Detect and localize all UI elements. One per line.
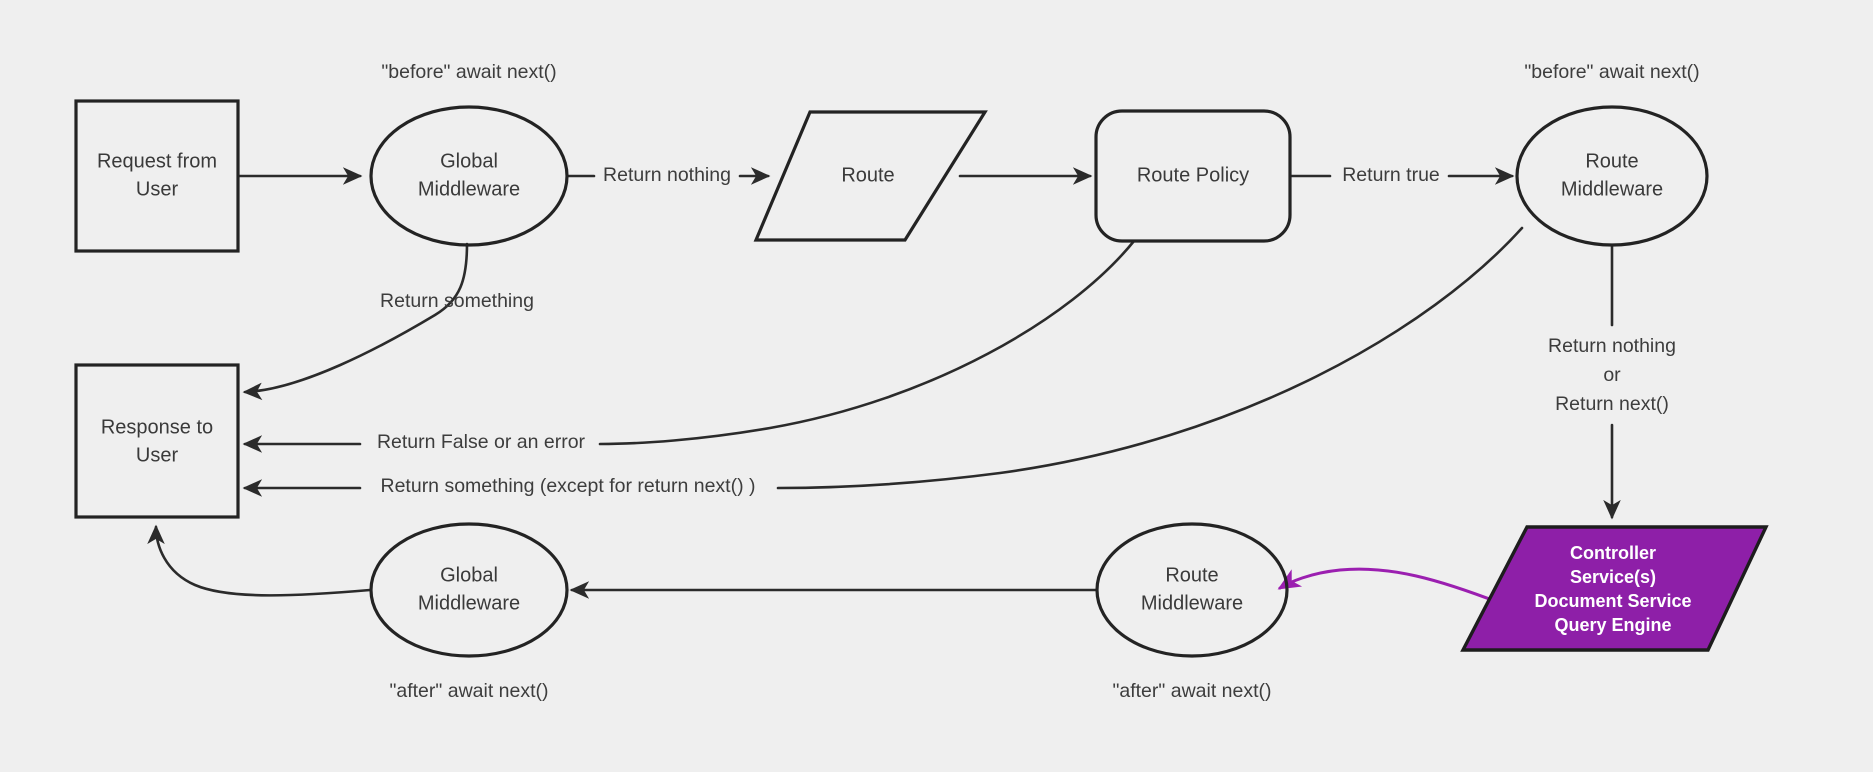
- node-global-middleware-top[interactable]: [369, 105, 569, 247]
- node-response-to-user-label-line1: Response to: [101, 416, 213, 438]
- node-controller-services[interactable]: [1460, 525, 1769, 652]
- edge-label-return-false-or-error: Return False or an error: [377, 431, 586, 453]
- node-controller-services-label-line2: Service(s): [1570, 567, 1656, 587]
- annotation-after-await-next-route: "after" await next(): [1112, 680, 1271, 702]
- annotation-after-await-next-global: "after" await next(): [389, 680, 548, 702]
- node-controller-services-label-line4: Query Engine: [1554, 615, 1671, 635]
- node-global-middleware-top-label-line1: Global: [440, 150, 498, 172]
- edge-controller-to-route-middleware-bottom: [1277, 567, 1502, 605]
- node-global-middleware-bottom[interactable]: [369, 522, 569, 658]
- edge-label-return-nothing-or-next-line2: or: [1603, 364, 1621, 386]
- node-route-middleware-bottom-label-line1: Route: [1165, 564, 1218, 586]
- annotation-before-await-next-route: "before" await next(): [1524, 61, 1699, 83]
- node-route-middleware-top-label-line1: Route: [1585, 150, 1638, 172]
- edge-label-return-true: Return true: [1342, 164, 1440, 186]
- edge-label-return-nothing-or-next-line3: Return next(): [1555, 393, 1669, 415]
- node-route[interactable]: [753, 110, 988, 242]
- node-request-from-user[interactable]: [74, 99, 240, 253]
- edge-label-return-something-top: Return something: [380, 290, 534, 312]
- edge-global-middleware-bottom-to-response: [147, 524, 372, 597]
- edge-label-return-nothing-or-next-line1: Return nothing: [1548, 335, 1676, 357]
- node-request-from-user-label-line2: User: [136, 178, 179, 200]
- node-global-middleware-top-label-line2: Middleware: [418, 178, 520, 200]
- node-route-label: Route: [841, 164, 894, 186]
- node-route-middleware-bottom-label-line2: Middleware: [1141, 592, 1243, 614]
- annotation-before-await-next-global: "before" await next(): [381, 61, 556, 83]
- edge-global-middleware-return-something: [242, 242, 469, 401]
- edge-route-policy-return-false: [598, 239, 1136, 446]
- node-route-policy-label: Route Policy: [1137, 164, 1249, 186]
- node-controller-services-label-line3: Document Service: [1534, 591, 1691, 611]
- node-controller-services-label-line1: Controller: [1570, 543, 1656, 563]
- edge-route-middleware-return-something: [776, 226, 1524, 490]
- node-route-policy[interactable]: [1094, 109, 1292, 243]
- node-request-from-user-label-line1: Request from: [97, 150, 217, 172]
- node-route-middleware-bottom[interactable]: [1095, 522, 1289, 658]
- node-response-to-user[interactable]: [74, 363, 240, 519]
- node-response-to-user-label-line2: User: [136, 444, 179, 466]
- node-route-middleware-top[interactable]: [1515, 105, 1709, 247]
- node-global-middleware-bottom-label-line2: Middleware: [418, 592, 520, 614]
- edge-label-return-something-except-next: Return something (except for return next…: [381, 475, 756, 497]
- edge-label-return-nothing: Return nothing: [603, 164, 731, 186]
- node-route-middleware-top-label-line2: Middleware: [1561, 178, 1663, 200]
- node-global-middleware-bottom-label-line1: Global: [440, 564, 498, 586]
